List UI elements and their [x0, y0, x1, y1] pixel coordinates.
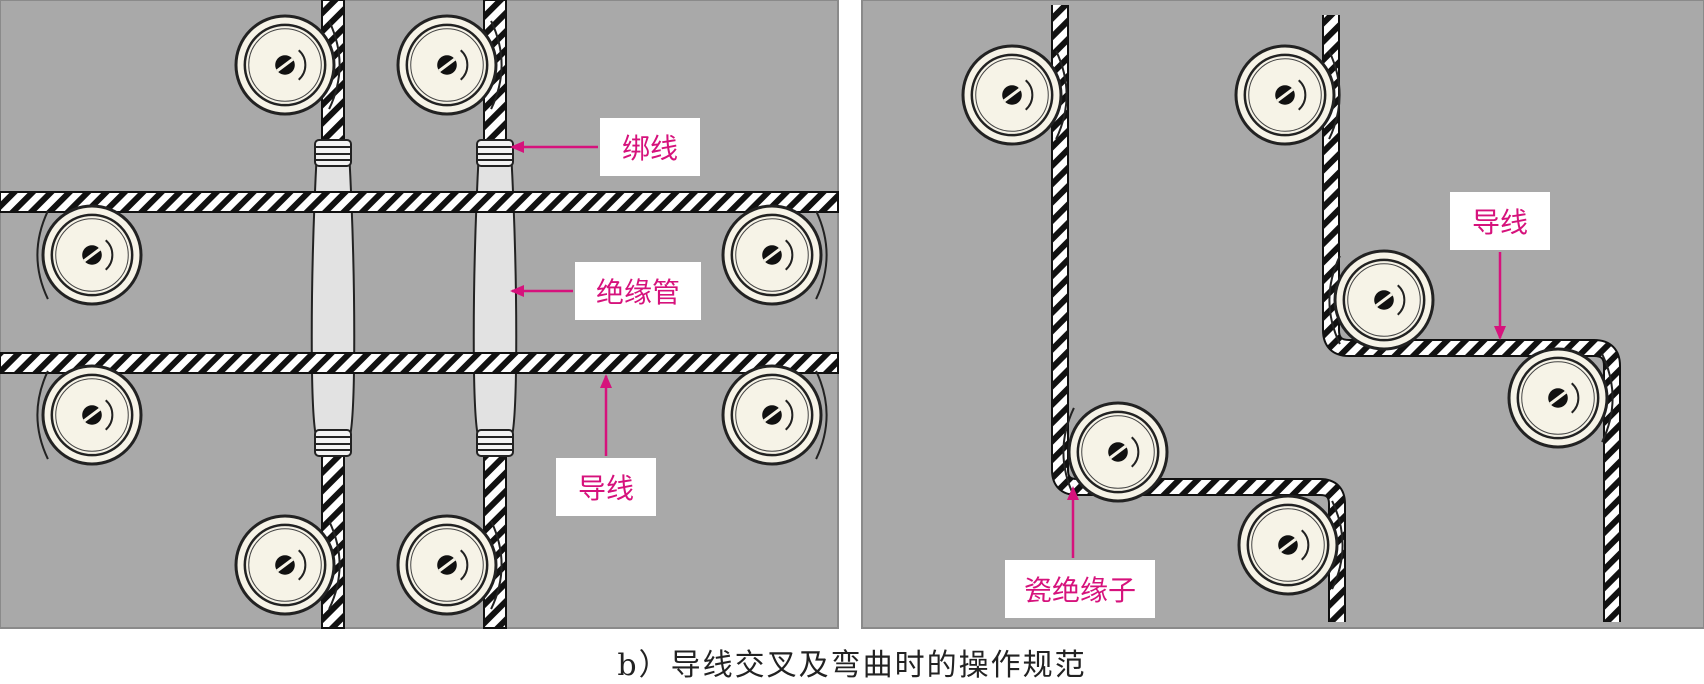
label-conductor-right-text: 导线: [1472, 206, 1528, 239]
label-binding-wire-text: 绑线: [622, 132, 678, 165]
porcelain-insulator-icon: [396, 14, 503, 116]
figure-caption: b）导线交叉及弯曲时的操作规范: [617, 648, 1087, 683]
porcelain-insulator-icon: [396, 514, 503, 616]
porcelain-insulator-icon: [234, 514, 341, 616]
porcelain-insulator-icon: [721, 364, 828, 466]
label-porcelain-insulator: 瓷绝缘子: [1005, 560, 1155, 618]
left-horizontal-conductors: [0, 191, 839, 374]
porcelain-insulator-icon: [234, 14, 341, 116]
porcelain-insulator-icon: [1328, 249, 1435, 351]
horizontal-conductor-1: [0, 191, 839, 213]
porcelain-insulator-icon: [721, 204, 828, 306]
label-binding-wire: 绑线: [600, 118, 700, 176]
porcelain-insulator-icon: [1234, 44, 1341, 146]
label-conductor-right: 导线: [1450, 192, 1550, 250]
right-insulators: [961, 44, 1614, 596]
label-conductor-left: 导线: [556, 458, 656, 516]
porcelain-insulator-icon: [1062, 401, 1169, 503]
porcelain-insulator-icon: [1507, 347, 1614, 449]
porcelain-insulator-icon: [36, 364, 143, 466]
label-conductor-left-text: 导线: [578, 472, 634, 505]
left-insulators: [36, 14, 828, 616]
porcelain-insulator-icon: [961, 44, 1068, 146]
horizontal-conductor-2: [0, 352, 839, 374]
label-porcelain-insulator-text: 瓷绝缘子: [1024, 574, 1136, 607]
label-insulating-tube: 绝缘管: [575, 262, 701, 320]
right-conductors: [1051, 5, 1621, 622]
label-insulating-tube-text: 绝缘管: [596, 276, 680, 309]
porcelain-insulator-icon: [1237, 494, 1344, 596]
binding-wraps: [314, 139, 514, 457]
porcelain-insulator-icon: [36, 204, 143, 306]
